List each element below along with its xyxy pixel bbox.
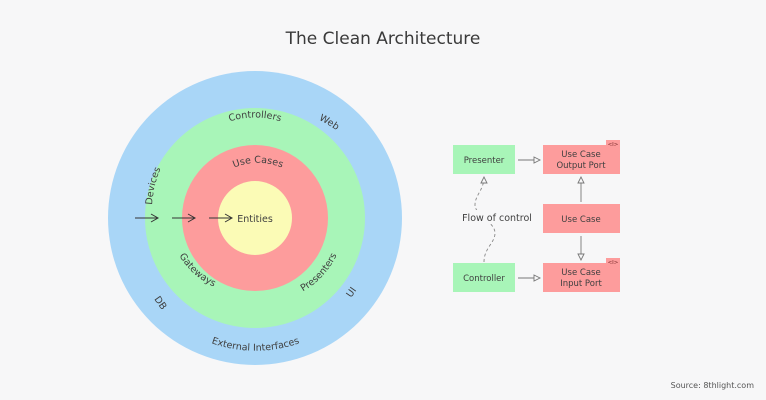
output-port-tag-text: <I> bbox=[608, 142, 619, 148]
flow-of-control-curve bbox=[474, 175, 496, 263]
use-case-input-port-box bbox=[543, 263, 620, 292]
label-entities: Entities bbox=[237, 214, 273, 225]
label-use-cases: Use Cases bbox=[231, 155, 285, 171]
presenter-label: Presenter bbox=[464, 156, 505, 166]
input-port-tag-text: <I> bbox=[608, 260, 619, 266]
svg-text:Use Cases: Use Cases bbox=[231, 155, 285, 171]
controller-label: Controller bbox=[463, 274, 505, 284]
output-port-label-line1: Use Case bbox=[561, 150, 600, 160]
input-port-label-line2: Input Port bbox=[560, 279, 602, 289]
flow-of-control-label: Flow of control bbox=[462, 213, 532, 224]
flow-label-backdrop bbox=[460, 210, 534, 224]
output-port-interface-tag bbox=[606, 140, 620, 148]
presenter-box bbox=[453, 145, 515, 174]
input-port-label-line1: Use Case bbox=[561, 268, 600, 278]
use-case-label: Use Case bbox=[561, 215, 600, 225]
controller-box bbox=[453, 263, 515, 292]
output-port-label-line2: Output Port bbox=[556, 161, 606, 171]
input-port-interface-tag bbox=[606, 258, 620, 266]
source-credit: Source: 8thlight.com bbox=[671, 381, 755, 390]
entities-core bbox=[218, 181, 292, 255]
page-title: The Clean Architecture bbox=[285, 29, 481, 49]
use-case-box bbox=[543, 204, 620, 233]
use-case-output-port-box bbox=[543, 145, 620, 174]
